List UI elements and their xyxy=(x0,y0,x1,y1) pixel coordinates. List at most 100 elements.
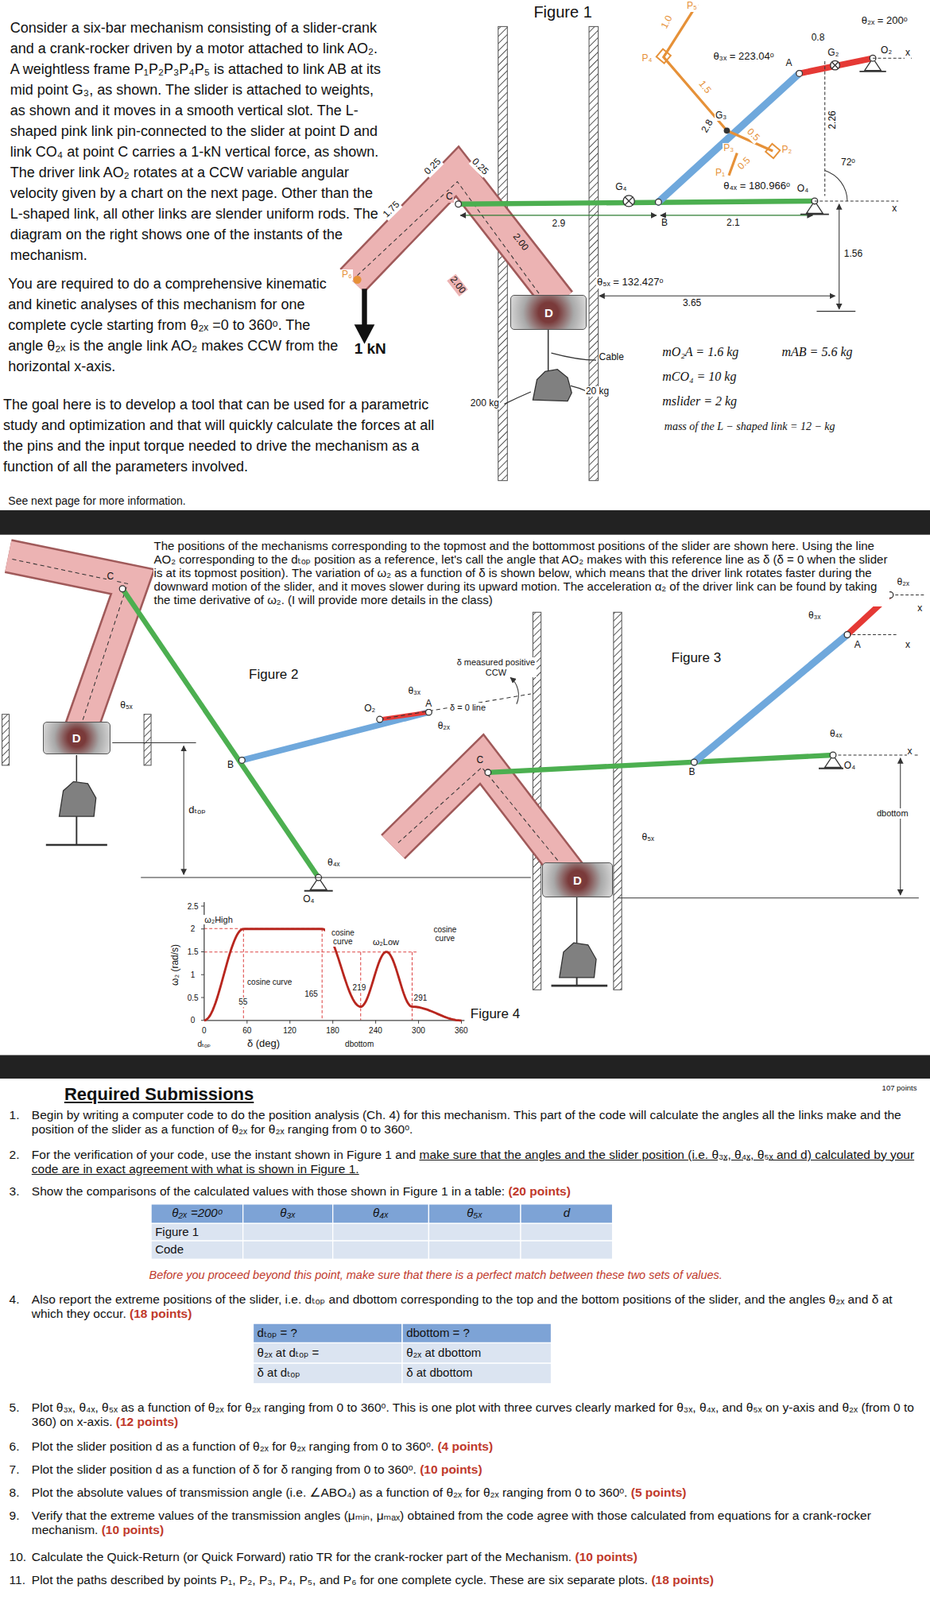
line-shape xyxy=(75,816,78,845)
text-label: 72ᵒ xyxy=(840,157,857,169)
text-label: 300 xyxy=(410,1026,427,1036)
list-item: Plot the absolute values of transmission… xyxy=(31,1485,919,1500)
text-label: 1 xyxy=(189,970,197,981)
text-label: G₃ xyxy=(714,110,728,122)
line-shape xyxy=(46,844,108,847)
list-item: Verify that the extreme values of the tr… xyxy=(31,1508,919,1538)
text-label: θ₂ₓ at dbottom xyxy=(406,1345,481,1360)
path-shape xyxy=(832,62,839,69)
text-label: 120 xyxy=(282,1026,298,1036)
text-label: Figure 1 xyxy=(155,1224,199,1239)
text-label: mAB = 5.6 kg xyxy=(781,344,854,360)
circle-shape xyxy=(690,759,698,766)
line-shape xyxy=(660,214,813,216)
text-label: 60 xyxy=(241,1026,252,1036)
text-label: 6. xyxy=(9,1439,20,1454)
rect-shape xyxy=(428,1204,521,1224)
line-shape xyxy=(140,877,531,879)
path-shape xyxy=(559,942,597,978)
rect-shape xyxy=(2,714,10,766)
path-shape xyxy=(11,559,128,730)
text-label: 0.8 xyxy=(810,32,826,44)
text-label: θ₄ₓ = 180.966ᵒ xyxy=(722,180,791,193)
polyline-shape xyxy=(663,3,728,131)
text-label: Plot the slider position d as a function… xyxy=(31,1439,434,1454)
rect-shape xyxy=(0,510,930,535)
text-label: θ₂ₓ xyxy=(896,577,911,589)
path-shape xyxy=(825,170,848,202)
text-label: x xyxy=(891,203,898,215)
text-label: Code xyxy=(155,1242,184,1256)
rect-shape xyxy=(520,1223,613,1241)
text-label: (10 points) xyxy=(101,1522,164,1537)
rect-shape xyxy=(402,1323,552,1343)
text-label: θ₅ₓ = 132.427ᵒ xyxy=(596,276,664,289)
text-label: G₄ xyxy=(614,182,628,194)
text-label: 0 xyxy=(201,1026,208,1036)
text-label: cosine curve xyxy=(246,977,293,988)
list-item: Also report the extreme positions of the… xyxy=(31,1292,919,1322)
path-shape xyxy=(510,677,519,704)
text-label: dₜₒₚ = ? xyxy=(257,1325,298,1340)
text-label: cosine curve xyxy=(325,928,362,947)
rect-shape xyxy=(520,1204,613,1224)
text-label: 240 xyxy=(368,1026,384,1036)
text-label: 7. xyxy=(9,1462,20,1477)
text-label: 2.1 xyxy=(725,217,741,229)
text-label: P₆ xyxy=(341,269,353,281)
text-label: Show the comparisons of the calculated v… xyxy=(31,1184,505,1198)
text-label: 2.00 xyxy=(446,274,468,297)
rect-shape xyxy=(656,49,671,64)
text-label: B xyxy=(660,217,669,229)
line-shape xyxy=(460,214,657,216)
text-label: C xyxy=(476,755,485,767)
text-label: 2.5 xyxy=(186,902,200,912)
text-label: θ₂ₓ at dₜₒₚ = xyxy=(257,1345,320,1360)
line-shape xyxy=(551,984,609,988)
circle-shape xyxy=(655,198,663,206)
paragraph-text: Consider a six-bar mechanism consisting … xyxy=(10,17,387,266)
rect-shape xyxy=(151,1240,244,1260)
text-label: θ₃ₓ xyxy=(243,1205,334,1220)
rect-shape xyxy=(151,1204,244,1224)
path-shape xyxy=(201,906,462,1024)
text-label: 1.5 xyxy=(186,947,200,958)
text-label: dₜₒₚ xyxy=(196,1039,212,1050)
circle-shape xyxy=(844,631,851,639)
paragraph-text: See next page for more information. xyxy=(7,494,186,508)
text-label: C xyxy=(106,571,116,583)
text-label: O₄ xyxy=(843,760,857,772)
line-shape xyxy=(658,73,799,202)
text-label: Required Submissions xyxy=(64,1084,254,1105)
list-item: Calculate the Quick-Return (or Quick For… xyxy=(31,1550,919,1565)
line-shape xyxy=(847,634,899,636)
line-shape xyxy=(576,977,578,986)
text-label: Begin by writing a computer code to do t… xyxy=(31,1108,902,1136)
circle-shape xyxy=(830,60,841,70)
rect-shape xyxy=(243,1240,334,1260)
line-shape xyxy=(183,745,185,875)
point-label: D xyxy=(544,306,554,320)
rect-shape xyxy=(589,26,599,481)
text-label: 291 xyxy=(413,993,429,1004)
text-label: cosine curve xyxy=(426,925,464,944)
text-label: mslider = 2 kg xyxy=(661,394,738,409)
circle-shape xyxy=(829,751,837,759)
text-label: 2.26 xyxy=(827,109,839,130)
text-label: (4 points) xyxy=(437,1439,493,1454)
text-label: Before you proceed beyond this point, ma… xyxy=(149,1268,723,1283)
line-shape xyxy=(824,61,826,196)
line-shape xyxy=(411,952,413,1021)
text-label: 2 xyxy=(189,924,197,934)
text-label: x xyxy=(904,639,911,651)
list-item: Plot the paths described by points P₁, P… xyxy=(31,1573,919,1588)
line-shape xyxy=(122,589,319,878)
path-shape xyxy=(352,171,560,303)
text-label: Plot the absolute values of transmission… xyxy=(31,1485,628,1500)
circle-shape xyxy=(352,275,361,284)
path-shape xyxy=(551,352,597,361)
circle-shape xyxy=(796,70,803,78)
text-label: x xyxy=(906,746,914,758)
slider-block: D xyxy=(510,294,587,330)
